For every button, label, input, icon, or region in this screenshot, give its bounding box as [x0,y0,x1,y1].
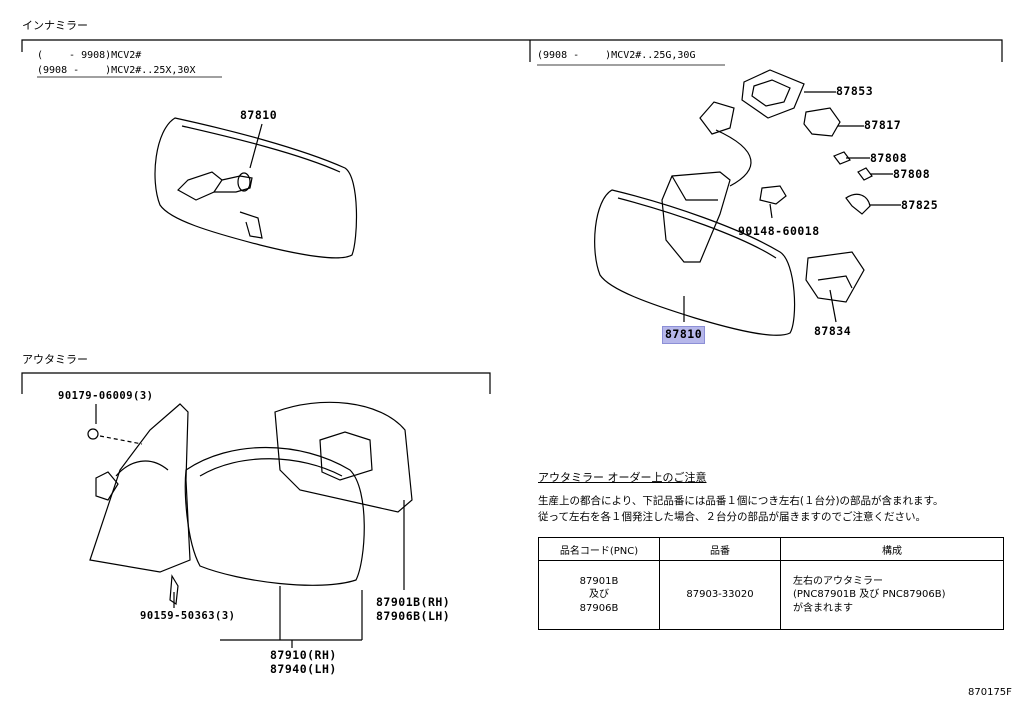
inner-mirror-bracket-frame [21,39,1003,62]
inner-mirror-left-drawing [154,117,358,259]
part-number-87940-lh[interactable]: 87940(LH) [270,662,337,676]
variant-line-2: (9908 - )MCV2#..25X,30X [37,65,196,76]
outer-mirror-bracket-frame [21,372,491,394]
order-notice-title: アウタミラー オーダー上のご注意 [538,471,707,484]
part-no-header: 品番 [659,537,781,561]
part-no-cell[interactable]: 87903-33020 [659,560,781,630]
outer-mirror-drawing [87,401,413,648]
part-number-87853[interactable]: 87853 [836,84,874,98]
part-number-87817[interactable]: 87817 [864,118,902,132]
part-number-90159-50363[interactable]: 90159-50363(3) [140,610,236,622]
outer-mirror-section-label: アウタミラー [22,353,88,366]
figure-code: 870175F [968,687,1012,698]
part-number-87808-b[interactable]: 87808 [893,167,931,181]
part-number-90179-06009[interactable]: 90179-06009(3) [58,390,154,402]
pnc-value-2: 及び [589,589,609,601]
part-number-87906b-lh[interactable]: 87906B(LH) [376,609,451,623]
inner-mirror-right-drawing [594,69,901,336]
order-notice-line-1: 生産上の都合により、下記品番には品番１個につき左右(１台分)の部品が含まれます。 [538,495,944,507]
order-notice-line-2: 従って左右を各１個発注した場合、２台分の部品が届きますのでご注意ください。 [538,511,926,523]
pnc-header: 品名コード(PNC) [538,537,660,561]
pnc-value-3: 87906B [579,602,619,614]
part-number-87825[interactable]: 87825 [901,198,939,212]
variant-line-1: ( - 9908)MCV2# [37,50,142,61]
variant-right: (9908 - )MCV2#..25G,30G [537,50,696,61]
part-number-87910-rh[interactable]: 87910(RH) [270,648,337,662]
part-number-87810-highlighted[interactable]: 87810 [662,326,706,344]
composition-cell: 左右のアウタミラー (PNC87901B 及び PNC87906B) が含まれま… [780,560,1004,630]
composition-line-3: が含まれます [793,602,853,614]
part-number-87901b-rh[interactable]: 87901B(RH) [376,595,451,609]
table-row: 87901B 及び 87906B 87903-33020 左右のアウタミラー (… [538,560,1004,630]
part-number-87808-a[interactable]: 87808 [870,151,908,165]
composition-line-1: 左右のアウタミラー [793,575,883,587]
part-number-87834[interactable]: 87834 [814,324,852,338]
inner-mirror-section-label: インナミラー [22,19,88,32]
part-number-87810-left[interactable]: 87810 [240,108,278,122]
pnc-table-header-row: 品名コード(PNC) 品番 構成 [538,537,1004,561]
pnc-value-1: 87901B [579,575,619,587]
composition-line-2: (PNC87901B 及び PNC87906B) [793,589,946,601]
composition-header: 構成 [780,537,1004,561]
pnc-cell: 87901B 及び 87906B [538,560,660,630]
part-number-90148-60018[interactable]: 90148-60018 [738,224,820,238]
pnc-table: 品名コード(PNC) 品番 構成 87901B 及び 87906B 87903-… [538,537,1004,630]
